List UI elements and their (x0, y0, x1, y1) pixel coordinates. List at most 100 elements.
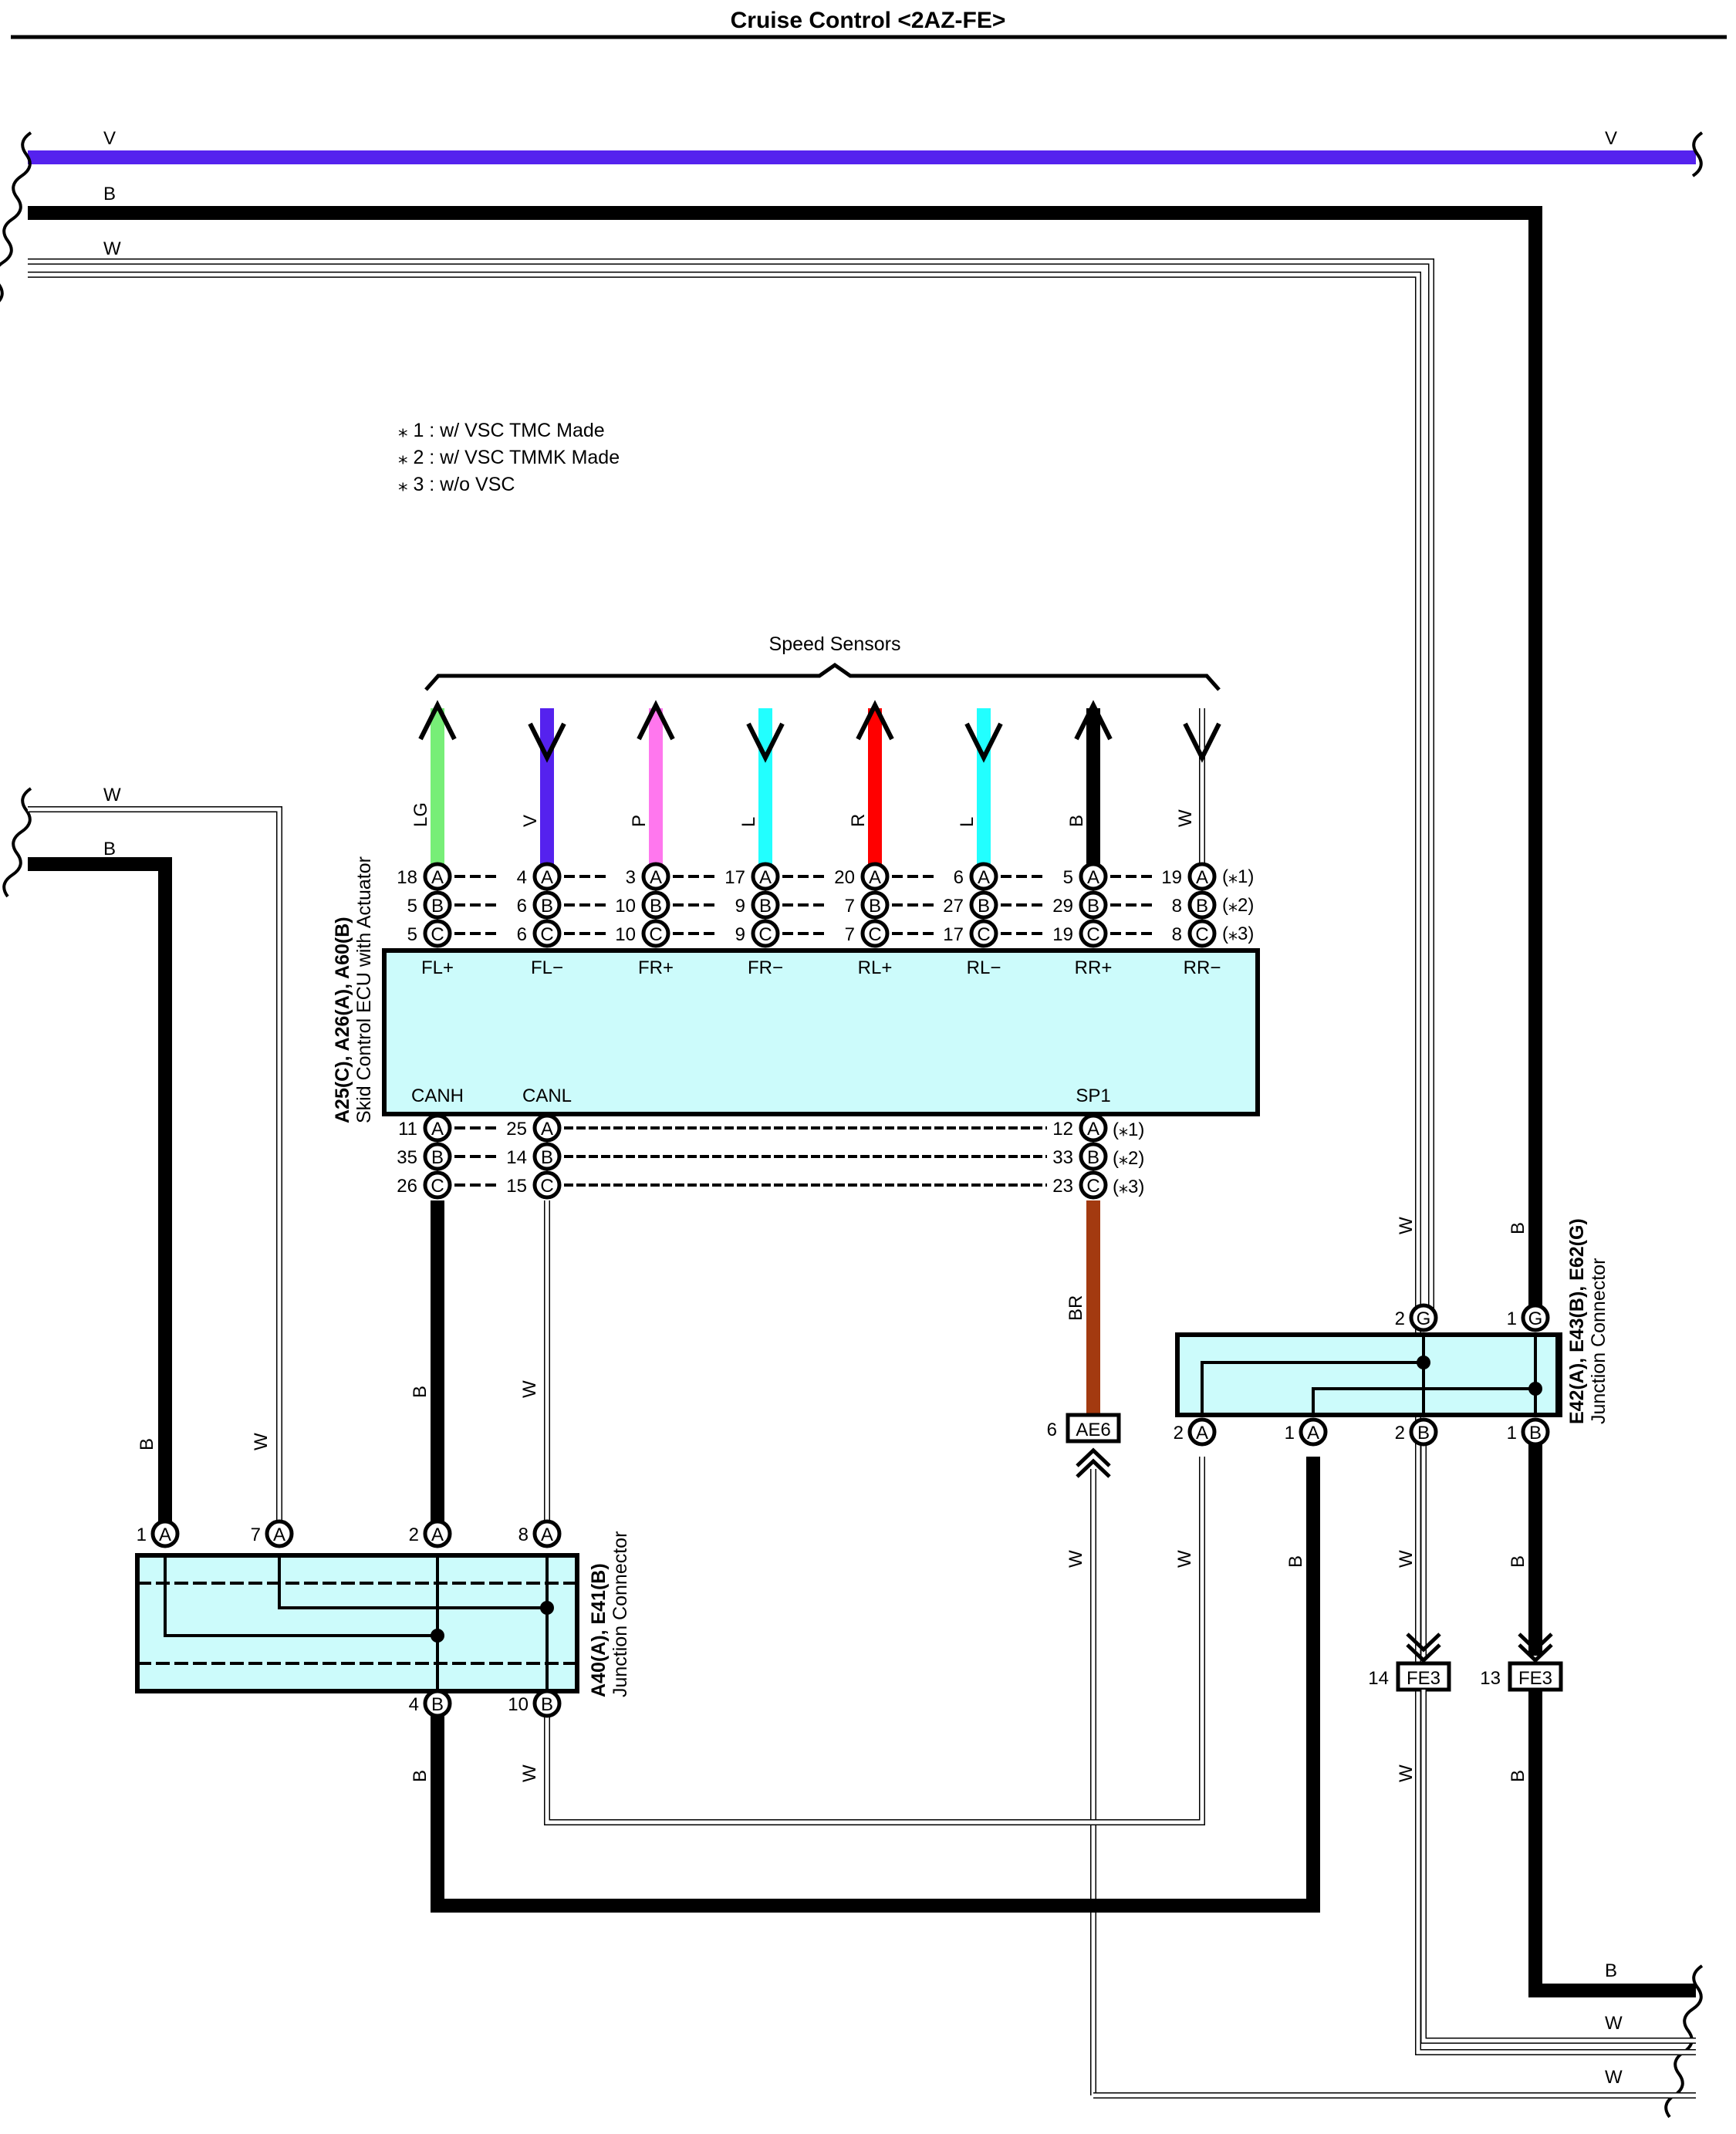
ecu-bottom-pin-number-0-0: 11 (398, 1119, 417, 1140)
right-a1-b-label: B (1285, 1555, 1306, 1568)
junction-left-top-pin-0: A (150, 1519, 180, 1548)
ecu-pin-number-6-2: 19 (1052, 924, 1073, 945)
bus-v-label-left: V (103, 128, 116, 149)
ecu-pin-5-0: A (969, 862, 998, 891)
ecu-bottom-pin-2-2-ring (1079, 1170, 1108, 1200)
terminal-fr-minus: FR− (748, 957, 783, 978)
junction-left-bottom-pin-number-1: 10 (508, 1694, 529, 1715)
ecu-pin-3-1-letter: B (759, 896, 772, 917)
sensor-arrow-icon-5 (964, 722, 1003, 763)
ecu-bottom-pin-1-1-letter: B (541, 1147, 553, 1168)
ecu-pin-7-2-letter: C (1195, 924, 1208, 945)
junction-left-link-2 (278, 1555, 547, 1609)
break-mark-right-top (1691, 131, 1704, 177)
junction-left-b-out (431, 1457, 1320, 1913)
junction-right-top-pin-1: G (1521, 1303, 1550, 1332)
sensor-wire-color-label-2: P (629, 815, 650, 827)
junction-right-top-pin-0: G (1409, 1303, 1438, 1332)
ecu-bottom-pin-number-1-2: 15 (506, 1176, 527, 1197)
junction-right-bottom-pin-1-letter: A (1307, 1423, 1319, 1443)
ecu-bottom-pin-1-0: A (532, 1113, 562, 1143)
ecu-bottom-pin-2-0: A (1079, 1113, 1108, 1143)
bus-wires (28, 150, 1696, 1861)
junction-left-w-out-fill (545, 1457, 1204, 1825)
ecu-pin-2-0: A (641, 862, 670, 891)
left-w-wire-label: W (251, 1433, 272, 1450)
right-b1-b-label: B (1508, 1555, 1528, 1568)
canh-wire-label: B (410, 1386, 431, 1398)
fe3-w-pin: 14 (1368, 1668, 1389, 1689)
ecu-bottom-pin-0-2-ring (423, 1170, 452, 1200)
ecu-top-wires: LGA18B5C5VA4B6C6PA3B10C10LA17B9C9RA20B7C… (397, 700, 1221, 948)
ecu-pin-0-2-letter: C (431, 924, 444, 945)
ecu-pin-0-1: B (423, 890, 452, 920)
left-w-wire (28, 806, 282, 1534)
sensor-arrow-icon-4 (856, 700, 894, 741)
junction-right-top-pin-number-0: 2 (1395, 1308, 1405, 1329)
ecu-pin-2-1-letter: B (650, 896, 662, 917)
variant-tag-top-3: (⁎3) (1222, 923, 1254, 944)
sensor-arrow-icon-3 (746, 722, 785, 763)
ecu-bottom-pin-number-2-0: 12 (1052, 1119, 1073, 1140)
terminal-canh: CANH (411, 1086, 464, 1106)
ecu-pin-number-3-2: 9 (735, 924, 745, 945)
terminal-rr-minus: RR− (1184, 957, 1221, 978)
fe3-b-pin: 13 (1480, 1668, 1501, 1689)
ecu-pin-0-2-ring (423, 919, 452, 948)
junction-left-w-out (544, 1457, 1205, 1825)
ecu-bottom-pin-0-1: B (423, 1142, 452, 1171)
ecu-pin-number-4-1: 7 (845, 896, 855, 917)
terminal-sp1: SP1 (1076, 1086, 1110, 1106)
ecu-bottom-pin-1-2: C (532, 1170, 562, 1200)
junction-right-top-pin-1-letter: G (1528, 1308, 1543, 1329)
skid-control-ecu-box (382, 948, 1260, 1116)
ecu-bottom-pin-0-2-letter: C (431, 1176, 444, 1197)
fe3-b-out-label: B (1508, 1770, 1528, 1782)
ecu-bottom-pin-number-1-1: 14 (506, 1147, 527, 1168)
ecu-bottom-pin-1-0-ring (532, 1113, 562, 1143)
ecu-pin-number-6-0: 5 (1063, 867, 1073, 888)
junction-right-bottom-pin-1-ring (1299, 1417, 1328, 1447)
ecu-pin-5-2: C (969, 919, 998, 948)
bus-w2-to-edge (1415, 1861, 1696, 2055)
sensor-arrow-icon-0 (418, 700, 457, 741)
ecu-bottom-pin-2-1-letter: B (1087, 1147, 1099, 1168)
ecu-pin-5-1: B (969, 890, 998, 920)
ecu-bottom-pin-2-0-letter: A (1087, 1119, 1099, 1140)
junction-left-dot-2 (540, 1601, 554, 1615)
ecu-bottom-pin-0-0-ring (423, 1113, 452, 1143)
ecu-pin-number-0-1: 5 (407, 896, 417, 917)
junction-left-bottom-pin-1-letter: B (541, 1694, 553, 1715)
ecu-name-line1: A25(C), A26(A), A60(B) (332, 917, 353, 1123)
bottom-right-w1-label: W (1605, 2013, 1623, 2034)
ecu-pin-5-2-ring (969, 919, 998, 948)
junction-right-name-line1: E42(A), E43(B), E62(G) (1566, 1218, 1588, 1424)
ecu-pin-number-7-1: 8 (1172, 896, 1182, 917)
fe3-w-arrow-icon (1406, 1633, 1441, 1663)
ecu-pin-6-1-letter: B (1087, 896, 1099, 917)
sensor-wire-color-label-0: LG (410, 802, 431, 827)
ecu-pin-4-1: B (860, 890, 890, 920)
ecu-pin-5-1-ring (969, 890, 998, 920)
ecu-pin-number-4-0: 20 (834, 867, 855, 888)
junction-left-name-line1: A40(A), E41(B) (588, 1563, 610, 1697)
junction-right-bottom-pin-number-1: 1 (1285, 1423, 1295, 1443)
junction-left-bottom-pin-1: B (532, 1689, 562, 1718)
junction-right-bottom-pin-1: A (1299, 1417, 1328, 1447)
fe3-w-out-label: W (1396, 1764, 1417, 1782)
ecu-pin-0-0: A (423, 862, 452, 891)
ecu-pin-4-2: C (860, 919, 890, 948)
ecu-pin-6-0: A (1079, 862, 1108, 891)
bus-w2-to-edge-fill (1416, 1861, 1696, 2055)
terminal-canl: CANL (522, 1086, 572, 1106)
junction-left-top-pin-number-2: 2 (409, 1525, 419, 1545)
junction-left-bottom-pin-number-0: 4 (409, 1694, 419, 1715)
right-a2-w-label: W (1174, 1550, 1195, 1568)
junction-left-bottom-pin-0-letter: B (431, 1694, 444, 1715)
ecu-pin-number-5-0: 6 (954, 867, 964, 888)
ecu-pin-number-6-1: 29 (1052, 896, 1073, 917)
ecu-pin-4-2-letter: C (868, 924, 881, 945)
terminal-rl-plus: RL+ (858, 957, 893, 978)
